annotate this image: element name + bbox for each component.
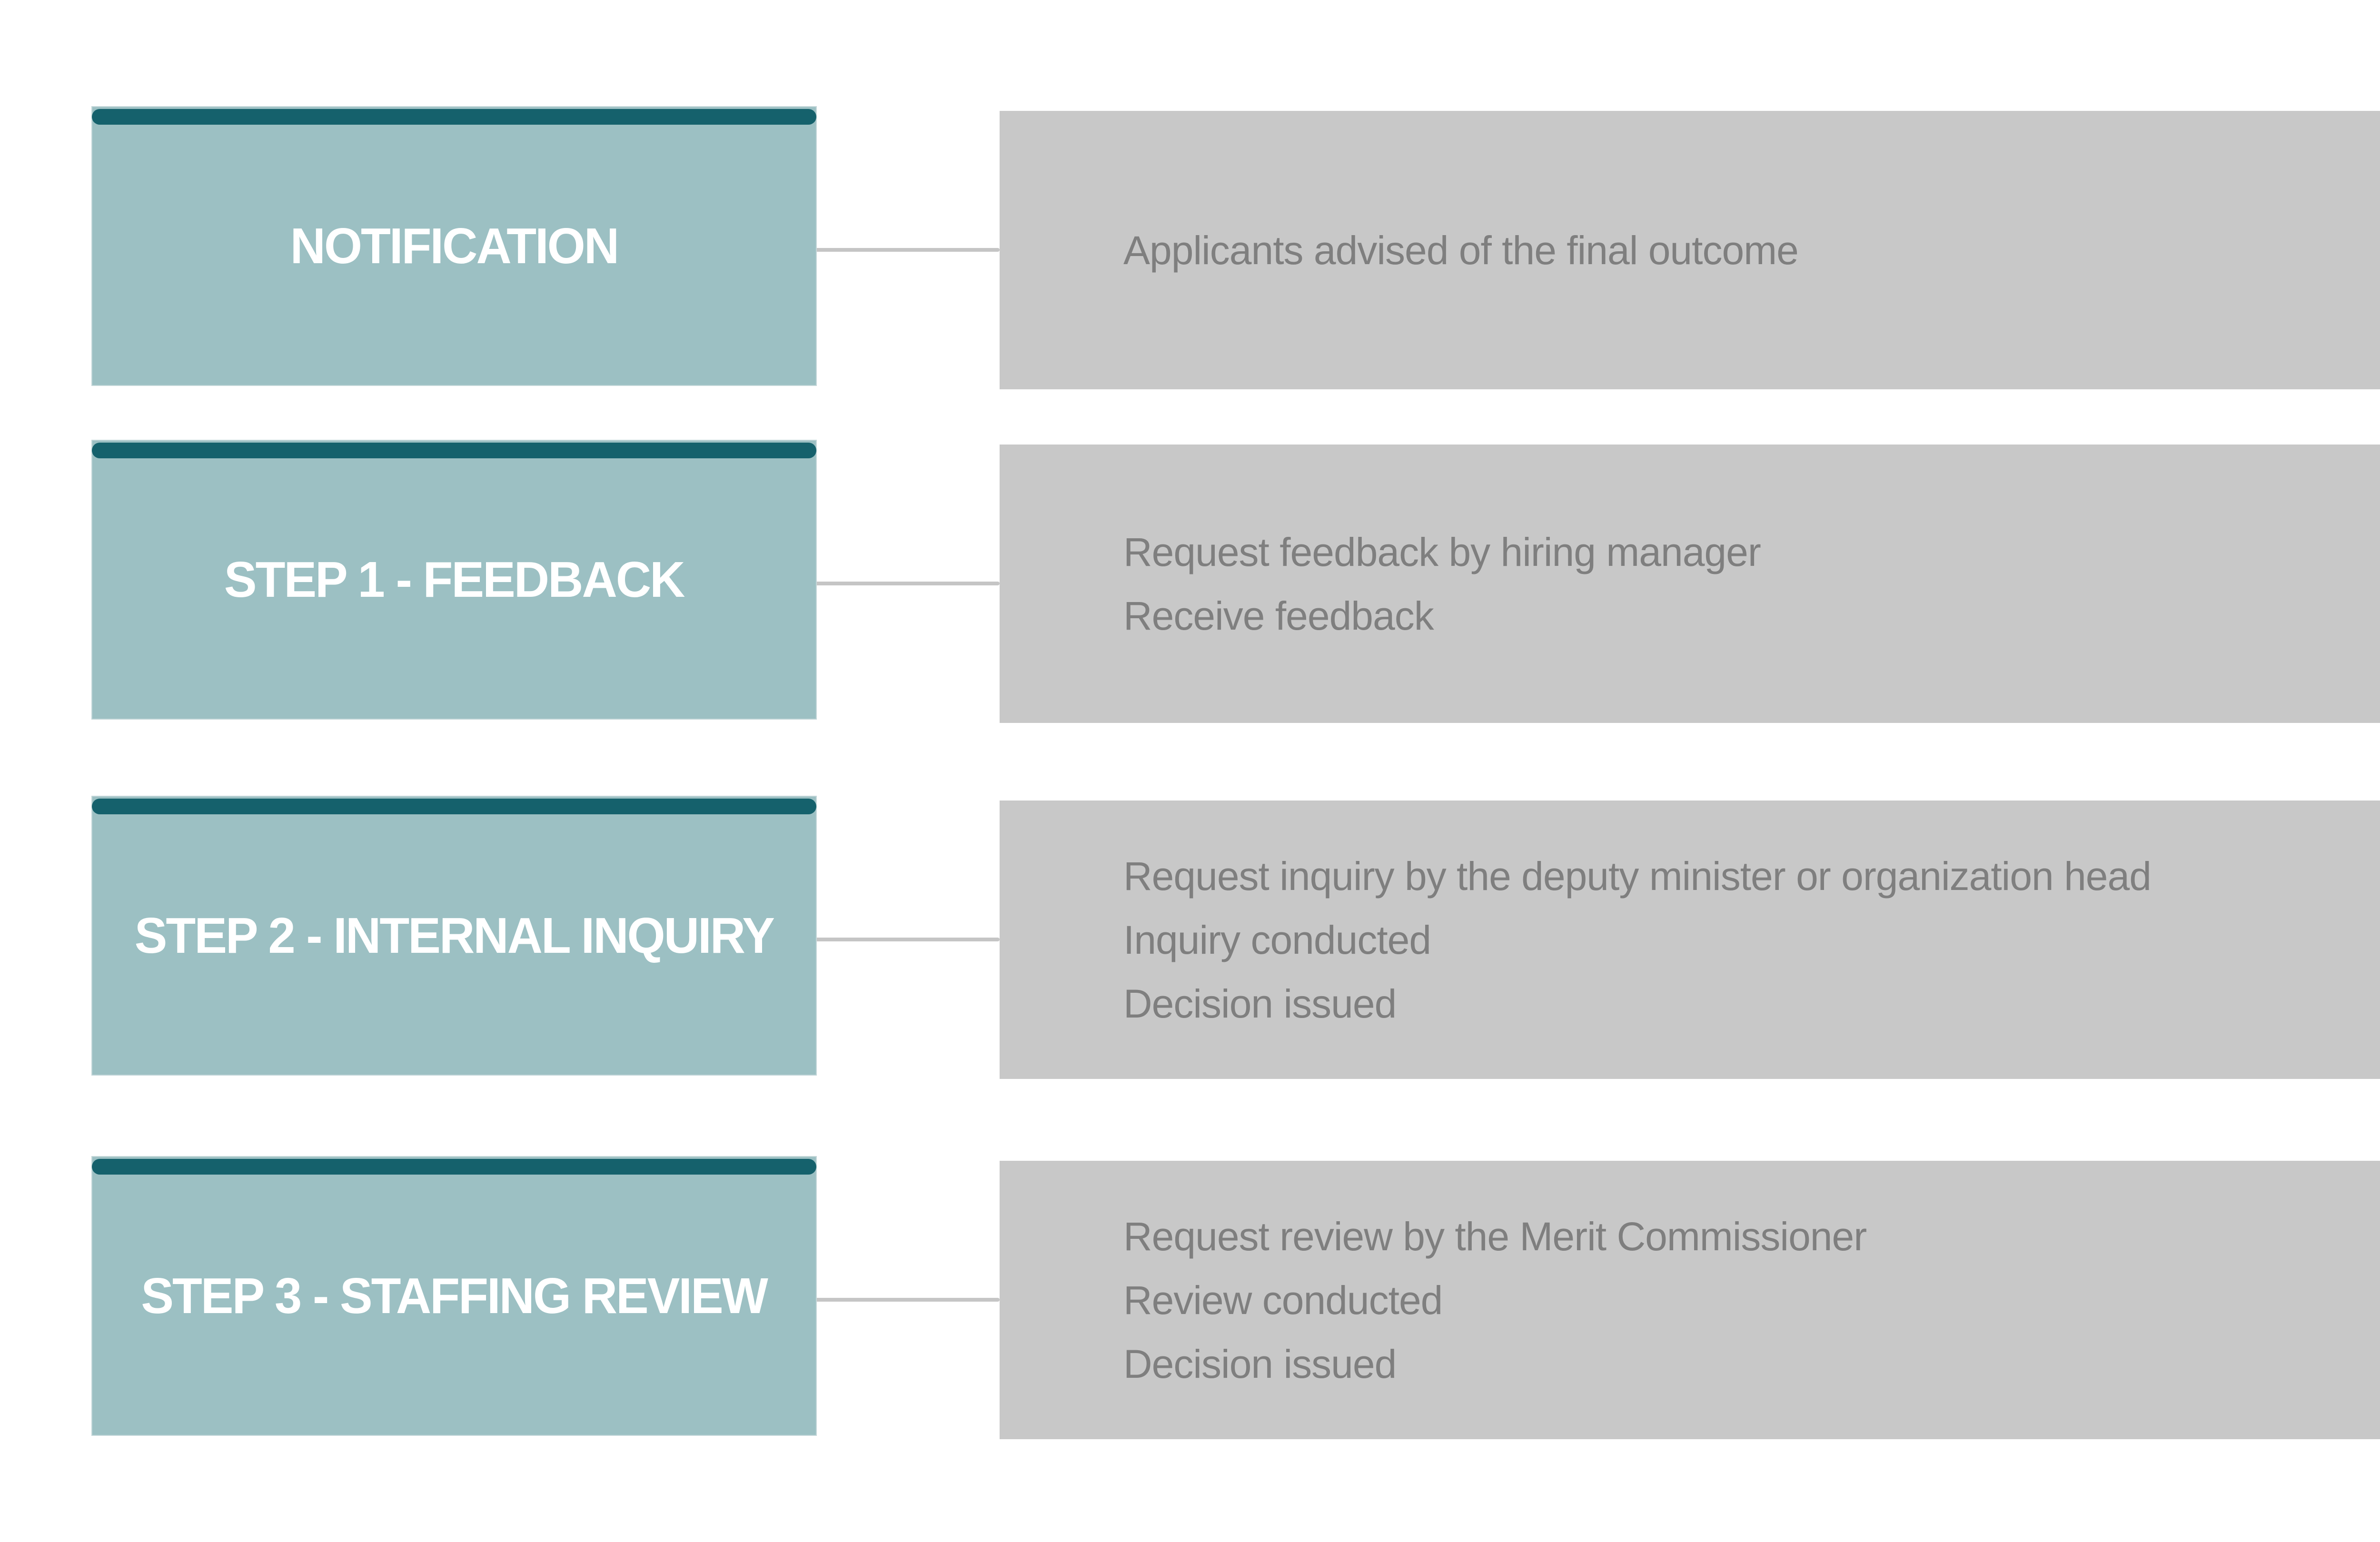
detail-item: Review conducted — [1123, 1277, 1443, 1323]
step-title: STEP 1 - FEEDBACK — [224, 551, 685, 608]
connector-line — [809, 938, 1000, 941]
step-title: STEP 3 - STAFFING REVIEW — [141, 1267, 768, 1324]
step-box-step1-feedback: STEP 1 - FEEDBACK — [91, 440, 817, 720]
step-title: NOTIFICATION — [290, 217, 619, 274]
detail-item: Request review by the Merit Commissioner — [1123, 1214, 1867, 1259]
detail-item: Receive feedback — [1123, 593, 1434, 638]
step-accent-bar — [92, 109, 816, 125]
step-box-step2-internal-inquiry: STEP 2 - INTERNAL INQUIRY — [91, 796, 817, 1076]
detail-box-step2-internal-inquiry: Request inquiry by the deputy minister o… — [1000, 801, 2380, 1079]
step-title: STEP 2 - INTERNAL INQUIRY — [134, 907, 775, 964]
detail-item: Request feedback by hiring manager — [1123, 529, 1761, 574]
connector-line — [809, 248, 1000, 252]
detail-box-step3-staffing-review: Request review by the Merit Commissioner… — [1000, 1161, 2380, 1439]
detail-box-step1-feedback: Request feedback by hiring manager Recei… — [1000, 445, 2380, 723]
step-box-step3-staffing-review: STEP 3 - STAFFING REVIEW — [91, 1156, 817, 1436]
detail-box-notification: Applicants advised of the final outcome — [1000, 111, 2380, 389]
process-row-step1-feedback: STEP 1 - FEEDBACK Request feedback by hi… — [0, 440, 2380, 724]
connector-line — [809, 582, 1000, 585]
process-row-step3-staffing-review: STEP 3 - STAFFING REVIEW Request review … — [0, 1156, 2380, 1441]
connector-line — [809, 1298, 1000, 1302]
process-row-notification: NOTIFICATION Applicants advised of the f… — [0, 106, 2380, 391]
detail-item: Decision issued — [1123, 1341, 1397, 1386]
detail-item: Applicants advised of the final outcome — [1123, 227, 1799, 273]
step-box-notification: NOTIFICATION — [91, 106, 817, 386]
detail-item: Request inquiry by the deputy minister o… — [1123, 853, 2152, 899]
detail-item: Decision issued — [1123, 981, 1397, 1026]
step-accent-bar — [92, 1159, 816, 1175]
detail-item: Inquiry conducted — [1123, 917, 1431, 962]
process-row-step2-internal-inquiry: STEP 2 - INTERNAL INQUIRY Request inquir… — [0, 796, 2380, 1080]
step-accent-bar — [92, 799, 816, 814]
step-accent-bar — [92, 443, 816, 458]
